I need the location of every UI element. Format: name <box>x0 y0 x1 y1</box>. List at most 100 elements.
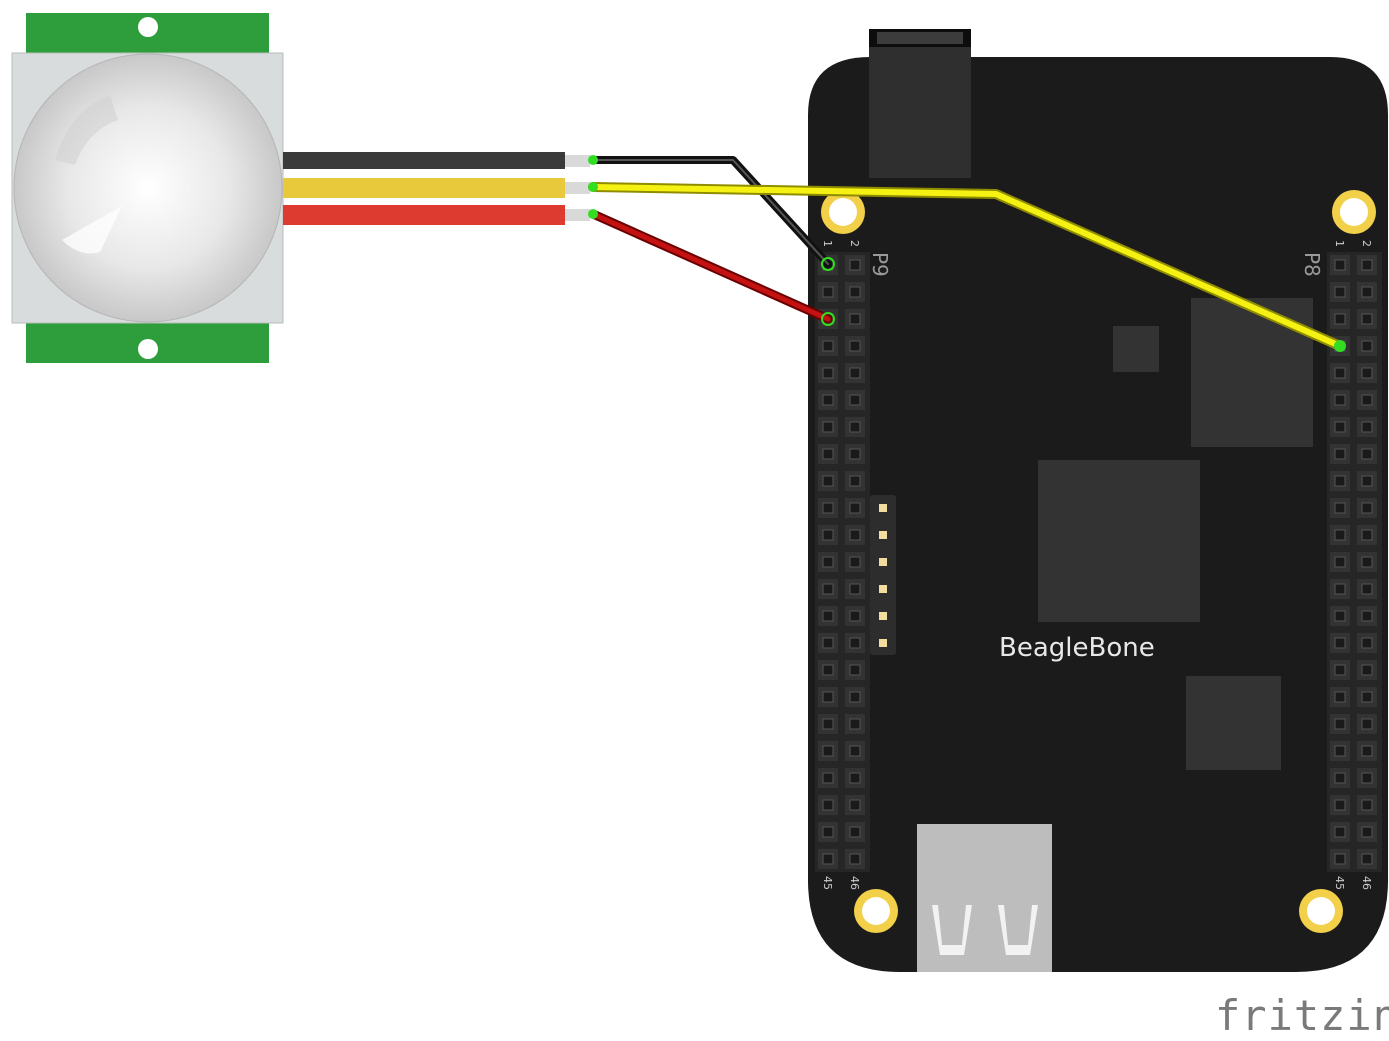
p8-pin-hole <box>1361 691 1373 703</box>
p8-pin-hole <box>1361 610 1373 622</box>
p8-pin-hole <box>1334 367 1346 379</box>
p8-pin-hole <box>1334 286 1346 298</box>
sensor-lead-tip-red <box>565 209 590 221</box>
p9-pin-hole <box>849 340 861 352</box>
p9-pin-hole <box>849 718 861 730</box>
sensor-lead-red <box>283 205 565 225</box>
p9-pin-hole <box>822 799 834 811</box>
p9-pin-hole <box>849 853 861 865</box>
p9-pin-hole <box>849 313 861 325</box>
p9-pin-hole <box>822 772 834 784</box>
p9-pin-hole <box>822 286 834 298</box>
wires <box>588 155 1346 352</box>
p9-pin-hole <box>822 718 834 730</box>
p8-pin-hole <box>1361 853 1373 865</box>
header-p8-label: P8 <box>1300 252 1324 277</box>
p8-pin-hole <box>1361 259 1373 271</box>
p8-pin-hole <box>1361 448 1373 460</box>
black-wire <box>589 156 832 268</box>
p9-pin-hole <box>822 583 834 595</box>
p8-pin-hole <box>1361 340 1373 352</box>
p8-pin-hole <box>1334 826 1346 838</box>
p9-pin-hole <box>849 286 861 298</box>
p8-pin-46-label: 46 <box>1360 876 1373 890</box>
p8-pin-hole <box>1334 448 1346 460</box>
serial-header-pin <box>879 612 887 620</box>
p9-pin-hole <box>849 367 861 379</box>
p8-pin-hole <box>1334 637 1346 649</box>
p9-pin-hole <box>822 475 834 487</box>
p9-pin-45-label: 45 <box>821 876 834 890</box>
serial-header-pin <box>879 531 887 539</box>
p9-pin-hole <box>849 502 861 514</box>
p9-pin-hole <box>849 421 861 433</box>
p9-pin-hole <box>849 556 861 568</box>
serial-header-pin <box>879 639 887 647</box>
p9-pin-hole <box>849 475 861 487</box>
red-wire-core <box>590 211 831 322</box>
p8-pin-hole <box>1334 502 1346 514</box>
p8-pin-hole <box>1334 691 1346 703</box>
header-p8-pins <box>1330 255 1377 869</box>
p8-pin-hole <box>1334 259 1346 271</box>
p8-pin-45-label: 45 <box>1333 876 1346 890</box>
p8-pin-2-label: 2 <box>1360 240 1373 247</box>
p9-pin-hole <box>849 664 861 676</box>
p8-pin-hole <box>1361 772 1373 784</box>
p9-pin-hole <box>822 826 834 838</box>
p9-pin-2-label: 2 <box>848 240 861 247</box>
dome-highlight <box>62 206 122 254</box>
p8-pin-hole <box>1334 745 1346 757</box>
mount-hole-top <box>138 17 158 37</box>
black-wire-highlight <box>592 159 829 265</box>
p9-pin-hole <box>822 367 834 379</box>
serial-header-body <box>870 495 896 655</box>
p9-pin-hole <box>822 745 834 757</box>
sensor-lead-tip-yellow <box>565 182 590 194</box>
p8-pin-hole <box>1334 475 1346 487</box>
sensor-lead-yellow <box>283 178 565 198</box>
p9-pin-hole <box>822 691 834 703</box>
p8-pin-hole <box>1334 799 1346 811</box>
p8-pin-hole <box>1361 664 1373 676</box>
p9-pin-hole <box>822 664 834 676</box>
p9-pin-hole <box>849 259 861 271</box>
serial-header-pin <box>879 504 887 512</box>
usb-contact-left <box>932 905 972 955</box>
p9-pin-hole <box>822 556 834 568</box>
p9-pin-hole <box>849 448 861 460</box>
p9-pin-hole <box>849 583 861 595</box>
p8-pin-hole <box>1361 313 1373 325</box>
usb-port <box>917 824 1052 972</box>
chip-memory <box>1191 298 1313 447</box>
p9-pin-hole <box>849 799 861 811</box>
chip-pmic <box>1186 676 1281 770</box>
dc-jack <box>869 29 971 178</box>
p9-pin-46-label: 46 <box>848 876 861 890</box>
p9-pin-hole <box>822 610 834 622</box>
p9-pin-hole <box>849 394 861 406</box>
p9-pin-hole <box>849 610 861 622</box>
fritzing-logo: fritzing <box>1215 991 1389 1040</box>
p9-pin-hole <box>822 529 834 541</box>
p8-pin-hole <box>1334 583 1346 595</box>
p8-pin-hole <box>1361 799 1373 811</box>
p9-pin-hole <box>849 772 861 784</box>
p9-pin-hole <box>822 853 834 865</box>
sensor-lead-black <box>283 152 565 169</box>
p8-pin-hole <box>1361 529 1373 541</box>
p8-pin-1-label: 1 <box>1333 240 1346 247</box>
p8-pin-hole <box>1361 556 1373 568</box>
p9-pin-hole <box>849 745 861 757</box>
serial-header-pin <box>879 558 887 566</box>
p9-pin-hole <box>822 502 834 514</box>
p8-pin-hole <box>1334 853 1346 865</box>
p8-pin-hole <box>1334 556 1346 568</box>
p8-pin-hole <box>1361 367 1373 379</box>
header-p9-label: P9 <box>868 252 892 277</box>
usb-contact-right <box>998 905 1038 955</box>
p9-pin-hole <box>849 691 861 703</box>
connection-markers <box>588 155 1346 352</box>
board-name: BeagleBone <box>999 633 1155 663</box>
p8-pin-hole <box>1334 313 1346 325</box>
